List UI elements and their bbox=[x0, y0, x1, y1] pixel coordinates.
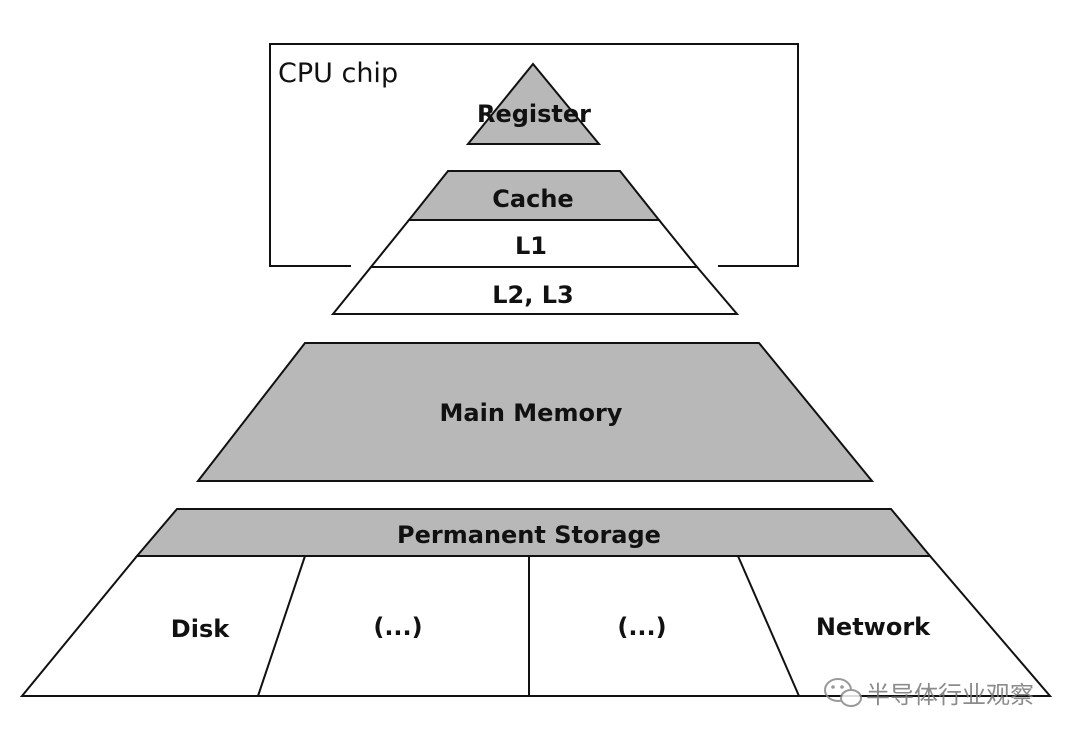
storage-other-2-label: (...) bbox=[617, 613, 666, 641]
l1-label: L1 bbox=[515, 232, 547, 260]
l2-l3-level bbox=[330, 266, 740, 315]
disk-label: Disk bbox=[171, 615, 230, 643]
register-label: Register bbox=[477, 100, 591, 128]
cache-label: Cache bbox=[492, 185, 573, 213]
main-memory-label: Main Memory bbox=[440, 399, 623, 427]
watermark-text: 半导体行业观察 bbox=[866, 681, 1034, 709]
watermark: 半导体行业观察 bbox=[824, 678, 1034, 709]
storage-divider-3 bbox=[737, 555, 800, 697]
wechat-icon bbox=[824, 678, 862, 707]
storage-divider-1 bbox=[257, 555, 306, 697]
register-level bbox=[465, 62, 602, 145]
l2-l3-label: L2, L3 bbox=[492, 281, 573, 309]
cpu-chip-label: CPU chip bbox=[278, 58, 398, 89]
permanent-storage-label: Permanent Storage bbox=[397, 521, 661, 549]
main-memory-level bbox=[195, 342, 875, 482]
network-label: Network bbox=[816, 613, 931, 641]
storage-types-row bbox=[19, 555, 1053, 697]
storage-other-1-label: (...) bbox=[373, 613, 422, 641]
cpu-chip-box bbox=[269, 43, 799, 267]
